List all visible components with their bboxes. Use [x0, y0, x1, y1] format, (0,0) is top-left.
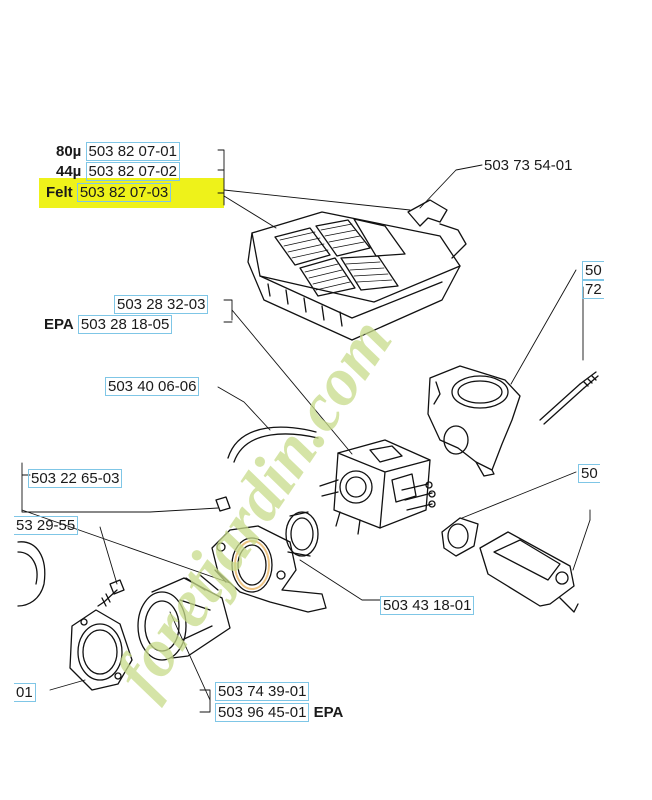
label-intake-epa: 503 96 45-01 EPA — [215, 703, 344, 722]
part-number[interactable]: 503 40 06-06 — [105, 377, 200, 396]
carburettor — [319, 439, 436, 535]
fuel-hose — [227, 426, 319, 463]
label-filter-80: 80µ 503 82 07-01 — [56, 142, 180, 161]
bracket — [479, 531, 579, 613]
left-partial-part — [17, 541, 46, 607]
part-number[interactable]: 503 96 45-01 — [215, 703, 310, 722]
part-number[interactable]: 503 28 32-03 — [114, 295, 209, 314]
part-number[interactable]: 503 82 07-02 — [85, 162, 180, 181]
leader-lines — [21, 149, 591, 713]
label-right-2: 72 — [582, 280, 604, 299]
carb-adapter — [427, 365, 521, 477]
long-bolt — [539, 371, 599, 425]
label-hose: 503 40 06-06 — [105, 377, 200, 396]
part-number[interactable]: 01 — [14, 683, 36, 702]
label-prefix: 44µ — [56, 163, 82, 180]
flange-plate — [69, 609, 133, 691]
part-number[interactable]: 503 22 65-03 — [28, 469, 123, 488]
label-filter-felt: Felt 503 82 07-03 — [46, 183, 172, 202]
label-prefix: 80µ — [56, 143, 82, 160]
part-number[interactable]: 50 — [582, 261, 604, 280]
label-bottom-left-partial: 01 — [14, 683, 36, 702]
intake-flange — [211, 525, 327, 613]
label-left-partial: 53 29-55 — [14, 516, 79, 535]
screw — [97, 579, 125, 607]
part-number[interactable]: 50 — [578, 464, 600, 483]
intake-manifold — [137, 569, 231, 661]
part-number[interactable]: 503 74 39-01 — [215, 682, 310, 701]
label-intake-a: 503 74 39-01 — [215, 682, 310, 701]
label-suffix: EPA — [313, 704, 344, 721]
part-number[interactable]: 503 28 18-05 — [77, 315, 173, 334]
label-ring: 503 43 18-01 — [380, 596, 475, 615]
part-number[interactable]: 503 73 54-01 — [484, 157, 573, 174]
highlight-felt — [39, 178, 224, 208]
part-number[interactable]: 53 29-55 — [14, 516, 79, 535]
label-right-3: 50 — [578, 464, 600, 483]
label-clip: 503 73 54-01 — [484, 157, 572, 174]
part-number[interactable]: 503 82 07-03 — [76, 183, 172, 202]
label-gasket: 503 22 65-03 — [28, 469, 123, 488]
label-carb-a: 503 28 32-03 — [114, 295, 209, 314]
label-filter-44: 44µ 503 82 07-02 — [56, 162, 180, 181]
air-filter — [247, 199, 467, 341]
gasket — [215, 496, 231, 512]
part-number[interactable]: 72 — [582, 280, 604, 299]
part-number[interactable]: 503 43 18-01 — [380, 596, 475, 615]
choke-part — [441, 517, 479, 557]
label-prefix: EPA — [44, 316, 74, 333]
label-prefix: Felt — [46, 184, 73, 201]
rubber-ring — [285, 511, 319, 557]
label-carb-epa: EPA 503 28 18-05 — [44, 315, 173, 334]
part-number[interactable]: 503 82 07-01 — [85, 142, 180, 161]
label-right-1: 50 — [582, 261, 604, 280]
